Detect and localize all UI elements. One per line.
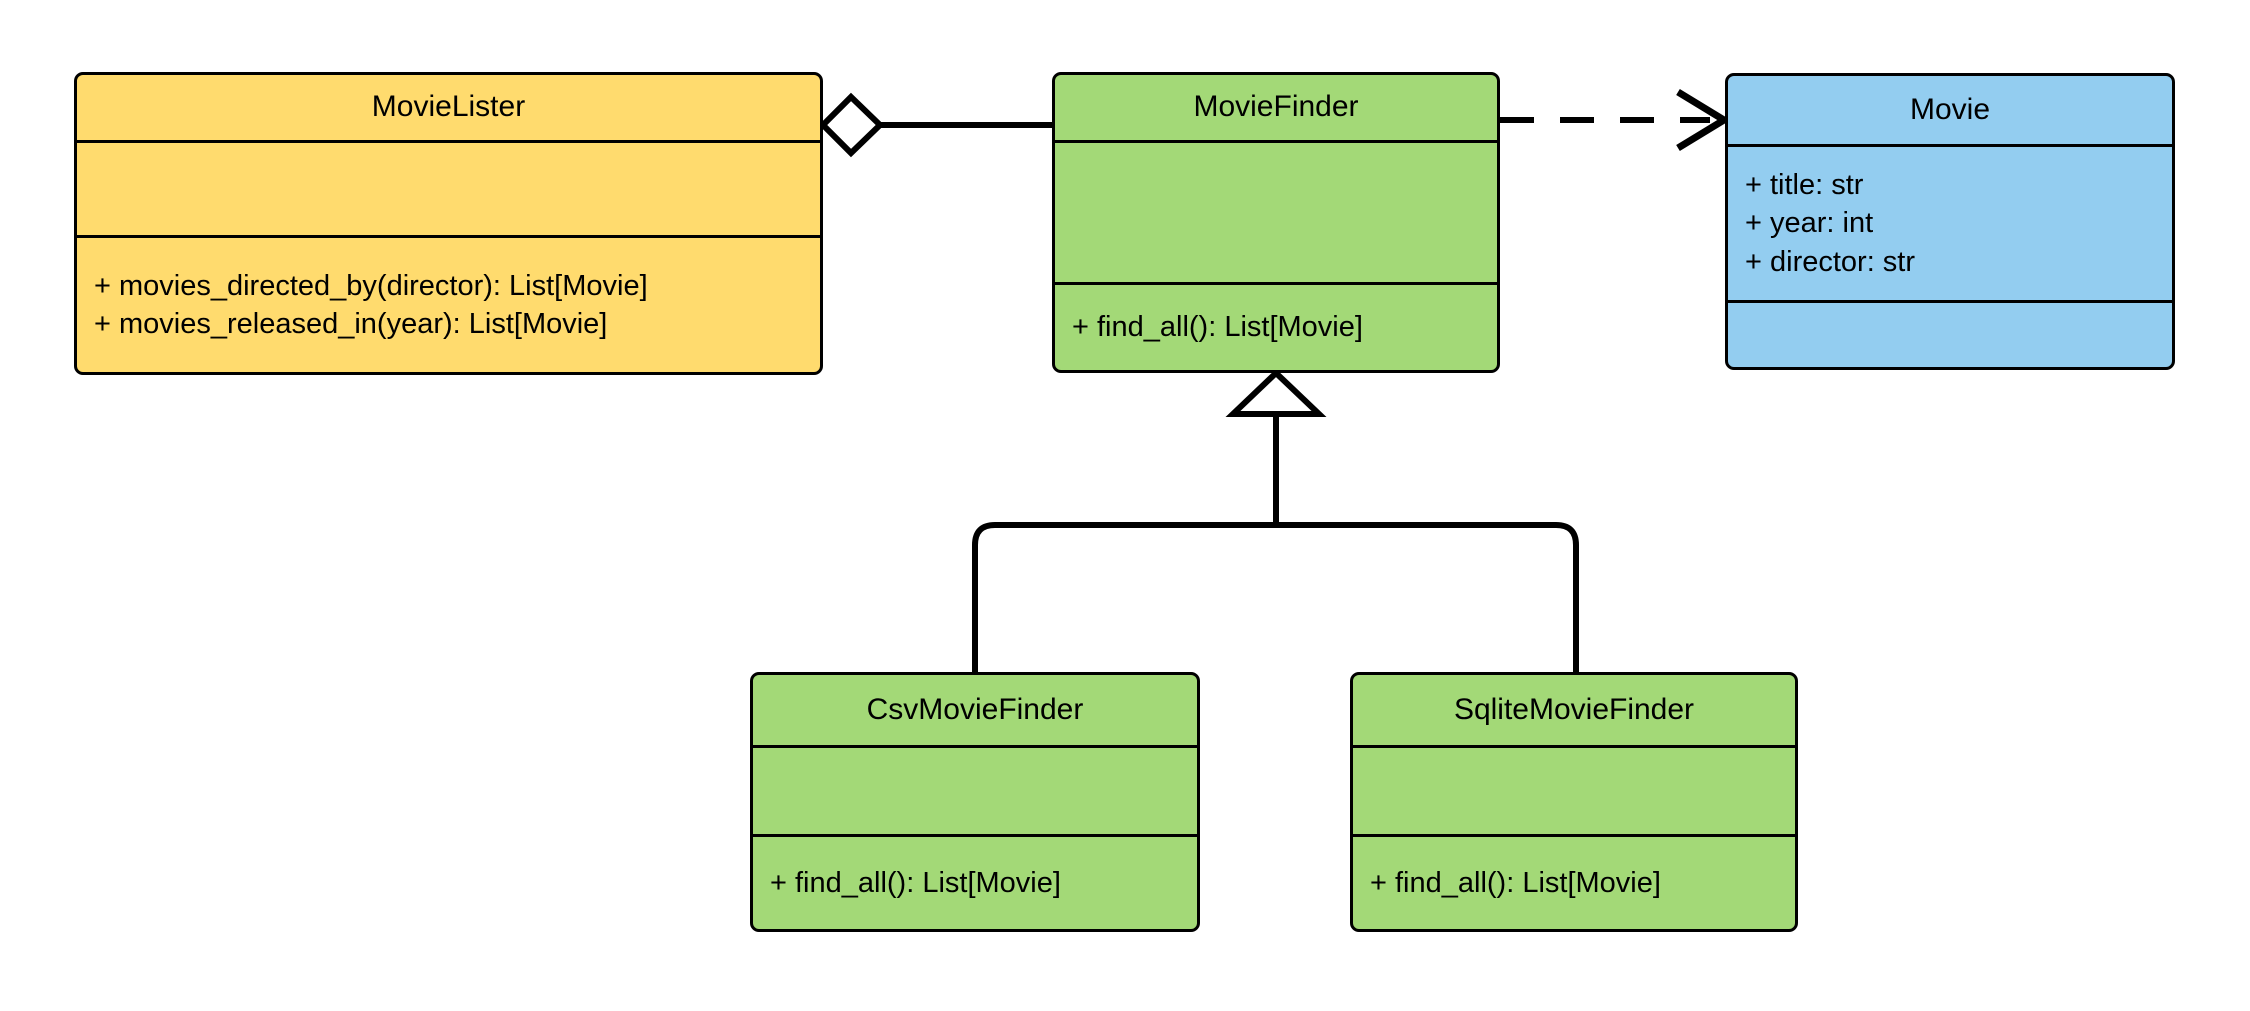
class-box-movie-finder[interactable]: MovieFinder + find_all(): List[Movie] (1052, 72, 1500, 373)
hollow-triangle-marker (1225, 368, 1327, 417)
class-box-movie-lister[interactable]: MovieLister + movies_directed_by(directo… (74, 72, 823, 375)
movie-attribute-1: + year: int (1745, 207, 1874, 240)
csv-movie-finder-method-0: + find_all(): List[Movie] (770, 866, 1061, 899)
sqlite-movie-finder-name-compartment: SqliteMovieFinder (1353, 675, 1795, 745)
movie-lister-name-compartment: MovieLister (77, 75, 820, 140)
sqlite-movie-finder-attributes-compartment (1353, 745, 1795, 834)
hollow-diamond-marker (818, 92, 885, 158)
movie-attributes-compartment: + title: str + year: int + director: str (1728, 144, 2172, 300)
movie-finder-method-0: + find_all(): List[Movie] (1072, 311, 1363, 344)
generalization-branch-csv (972, 522, 1276, 672)
class-box-sqlite-movie-finder[interactable]: SqliteMovieFinder + find_all(): List[Mov… (1350, 672, 1798, 932)
relationship-aggregation-lister-finder (818, 92, 1052, 158)
movie-finder-methods-compartment: + find_all(): List[Movie] (1055, 282, 1497, 370)
relationship-dependency-finder-movie (1500, 89, 1731, 151)
csv-movie-finder-class-name: CsvMovieFinder (866, 692, 1084, 726)
movie-attribute-0: + title: str (1745, 169, 1864, 202)
movie-lister-class-name: MovieLister (371, 90, 526, 124)
movie-finder-attributes-compartment (1055, 140, 1497, 282)
sqlite-movie-finder-methods-compartment: + find_all(): List[Movie] (1353, 834, 1795, 929)
movie-lister-attributes-compartment (77, 140, 820, 235)
class-box-csv-movie-finder[interactable]: CsvMovieFinder + find_all(): List[Movie] (750, 672, 1200, 932)
generalization-branch-sqlite (1276, 522, 1579, 672)
open-arrow-marker (1676, 89, 1731, 151)
movie-finder-class-name: MovieFinder (1193, 90, 1359, 124)
movie-methods-compartment (1728, 300, 2172, 367)
sqlite-movie-finder-class-name: SqliteMovieFinder (1453, 692, 1695, 726)
csv-movie-finder-name-compartment: CsvMovieFinder (753, 675, 1197, 745)
csv-movie-finder-attributes-compartment (753, 745, 1197, 834)
class-box-movie[interactable]: Movie + title: str + year: int + directo… (1725, 73, 2175, 370)
movie-attribute-2: + director: str (1745, 245, 1916, 278)
movie-lister-method-1: + movies_released_in(year): List[Movie] (94, 308, 608, 340)
sqlite-movie-finder-method-0: + find_all(): List[Movie] (1370, 866, 1661, 899)
movie-class-name: Movie (1909, 92, 1991, 126)
movie-name-compartment: Movie (1728, 76, 2172, 144)
csv-movie-finder-methods-compartment: + find_all(): List[Movie] (753, 834, 1197, 929)
movie-finder-name-compartment: MovieFinder (1055, 75, 1497, 140)
relationship-generalization-tree (972, 368, 1579, 672)
movie-lister-methods-compartment: + movies_directed_by(director): List[Mov… (77, 235, 820, 372)
movie-lister-method-0: + movies_directed_by(director): List[Mov… (94, 269, 648, 302)
